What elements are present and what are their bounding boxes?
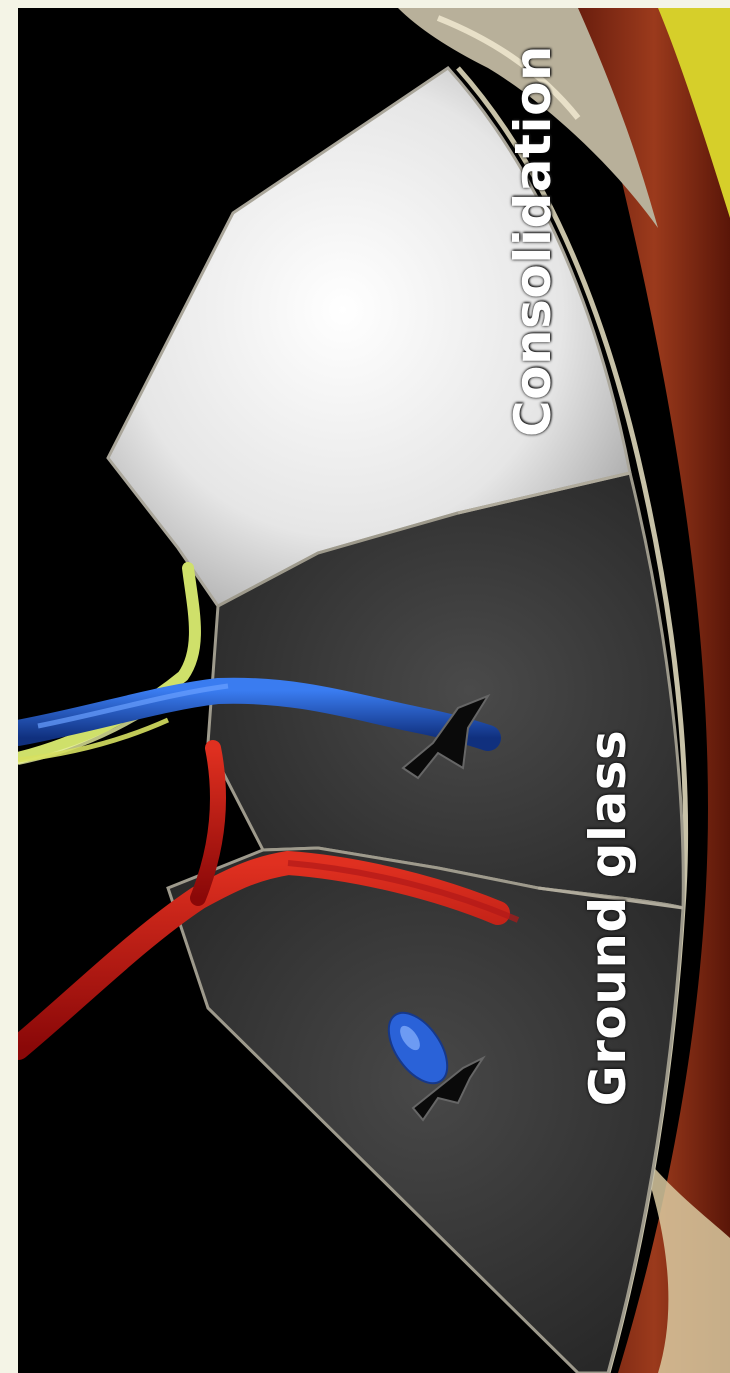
lung-illustration: Consolidation Ground glass	[18, 8, 730, 1373]
illustration-canvas	[18, 8, 730, 1373]
ground-glass-label: Ground glass	[579, 730, 637, 1107]
consolidation-label: Consolidation	[504, 45, 562, 437]
